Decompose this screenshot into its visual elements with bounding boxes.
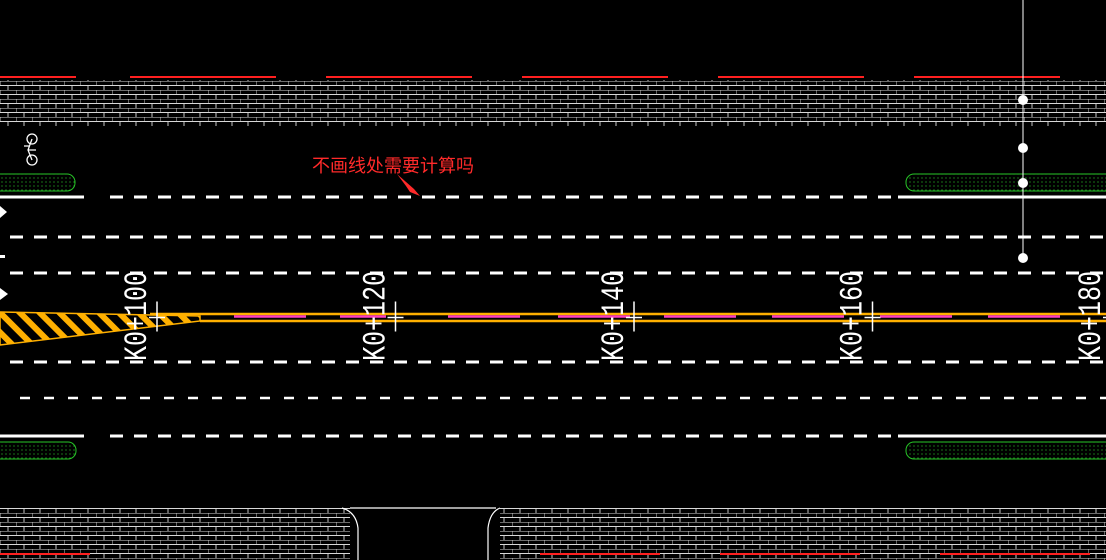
station-label: K0+100 [119,271,156,361]
planter-strip-top-right [905,173,1106,192]
grip-icon[interactable] [1018,95,1028,105]
station-tick [626,301,642,332]
station-label: K0+140 [596,271,633,361]
grip-icon[interactable] [1018,178,1028,188]
station-tick [149,301,165,332]
station-label: K0+180 [1073,271,1106,361]
grip-icon[interactable] [1018,143,1028,153]
planter-strip-bottom-right [905,441,1106,460]
planter-strip-top-left [0,173,76,192]
selection-crosshair[interactable] [1018,0,1028,263]
top-sidewalk [0,76,1106,126]
grip-icon[interactable] [1018,253,1028,263]
station-label: K0+120 [358,271,395,361]
bicycle-icon [24,133,38,166]
dashed-lane-lines [10,195,1106,438]
road-centerline [150,312,1106,323]
driveway-opening [341,507,501,560]
annotation: 不画线处需要计算吗 [312,156,474,196]
planter-strip-bottom-left [0,441,77,460]
annotation-text: 不画线处需要计算吗 [312,156,474,177]
bottom-sidewalk [0,507,1106,560]
station-label: K0+160 [835,271,872,361]
station-tick [864,301,881,332]
arrow-icon [0,206,8,300]
station-tick [387,301,404,332]
station-markers: K0+100 K0+120 K0+140 K0+160 K0+180 [119,271,1106,361]
solid-edge-lines [0,195,1106,438]
annotation-arrow [397,174,420,196]
